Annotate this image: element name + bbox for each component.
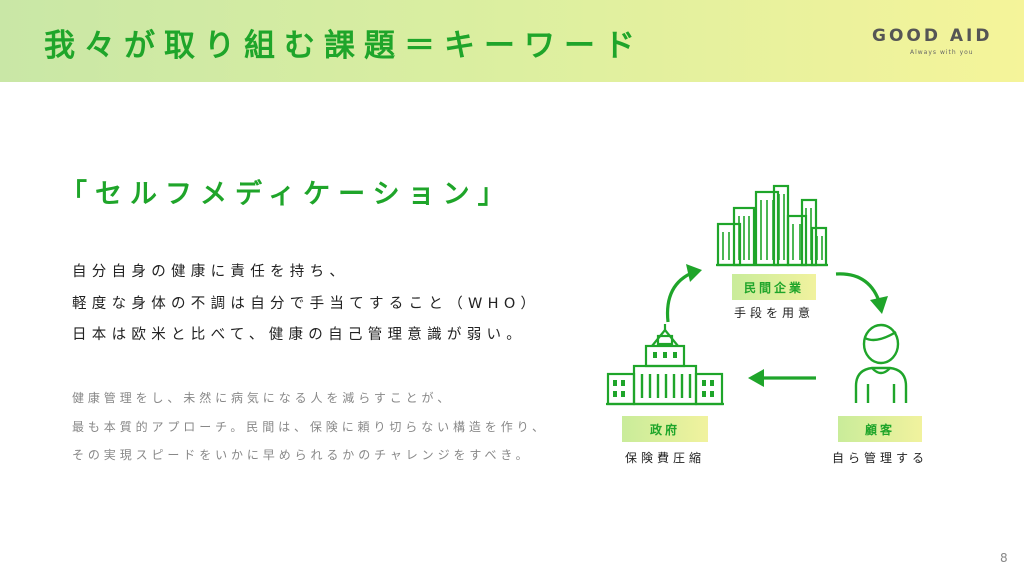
customer-badge: 顧客 [838,416,922,442]
sub-description-line-2: 最も本質的アプローチ。民間は、保険に頼り切らない構造を作り、 [72,420,548,434]
city-buildings-icon [716,184,828,267]
logo-tagline: Always with you [910,49,974,56]
arrow-customer-to-government-icon [748,369,816,387]
arrow-government-to-private-icon [665,264,702,323]
description-line-2: 軽度な身体の不調は自分で手当てすること（WHO） [72,296,541,312]
good-aid-logo: GOOD AID Always with you [872,26,1002,66]
government-caption: 保険費圧縮 [624,451,705,465]
government-badge: 政府 [622,416,708,442]
person-icon [854,323,908,403]
customer-caption: 自ら管理する [831,451,928,465]
private-sector-badge: 民間企業 [732,274,816,300]
description-line-3: 日本は欧米と比べて、健康の自己管理意識が弱い。 [72,327,527,343]
page-number: 8 [1000,551,1008,565]
sub-description-line-3: その実現スピードをいかに早められるかのチャレンジをすべき。 [72,448,532,462]
government-building-icon [606,324,724,406]
arrow-private-to-customer-icon [835,272,888,314]
page-title: 我々が取り組む課題＝キーワード [44,28,644,64]
sub-description-line-1: 健康管理をし、未然に病気になる人を減らすことが、 [72,391,454,405]
keyword-heading: 「セルフメディケーション」 [60,179,513,210]
private-sector-caption: 手段を用意 [733,306,814,320]
logo-text: GOOD AID [872,26,993,46]
header-banner: 我々が取り組む課題＝キーワード GOOD AID Always with you [0,0,1024,82]
description-line-1: 自分自身の健康に責任を持ち、 [72,264,350,280]
